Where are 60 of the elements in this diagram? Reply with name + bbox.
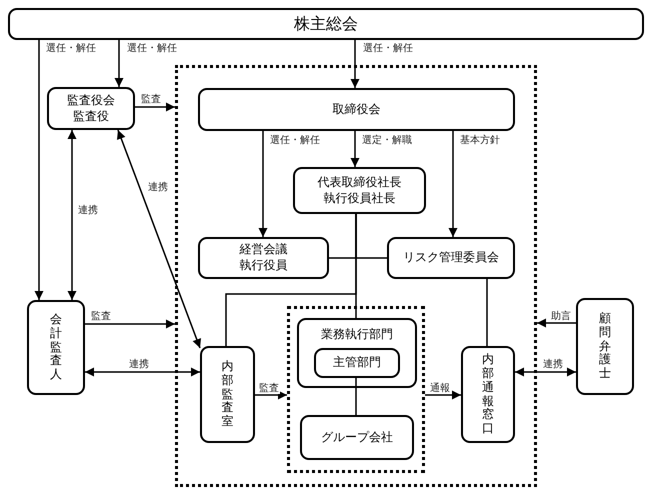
node-text: 会計監査人: [50, 313, 62, 382]
edge-label: 連携: [77, 205, 99, 216]
arrow: [135, 102, 175, 112]
process-box: [576, 298, 634, 395]
edge-label: 助言: [550, 311, 572, 322]
edge-label: 監査: [258, 383, 280, 394]
node-text: グループ会社: [321, 430, 393, 446]
edge-label: 選任・解任: [362, 43, 414, 54]
edge-label: 連携: [542, 359, 564, 370]
arrow: [68, 130, 76, 300]
connector-line: [355, 378, 357, 415]
node-text: 取締役会: [332, 102, 380, 118]
dotted-group-frame: [287, 306, 425, 473]
process-box: [300, 415, 414, 460]
edge-label: 基本方針: [459, 135, 501, 146]
connector-line: [486, 279, 488, 346]
node-text: 株主総会: [294, 14, 358, 34]
process-box: [198, 88, 515, 131]
arrow: [114, 40, 124, 87]
process-box: [387, 237, 515, 279]
arrow: [425, 390, 461, 400]
node-text: 監査役会監査役: [67, 92, 115, 124]
process-box: [198, 237, 329, 279]
node-text: 内部通報窓口: [482, 353, 494, 436]
arrow: [34, 40, 44, 300]
arrow: [258, 131, 268, 237]
arrow: [350, 40, 360, 88]
edge-label: 通報: [429, 383, 451, 394]
edge-label: 連携: [147, 182, 169, 193]
process-box: [8, 8, 644, 40]
arrow: [85, 368, 200, 376]
node-text: 業務執行部門: [321, 327, 393, 343]
edge-label: 監査: [90, 311, 112, 322]
edge-label: 選任・解任: [269, 135, 321, 146]
process-box: [47, 87, 135, 130]
edge-label: 選任・解任: [45, 43, 97, 54]
arrow: [537, 318, 576, 328]
arrow: [85, 320, 175, 328]
arrow: [515, 368, 576, 376]
node-text: 顧問弁護士: [599, 312, 611, 381]
arrow: [350, 131, 360, 167]
node-text: 代表取締役社長執行役員社長: [318, 174, 402, 206]
node-text: リスク管理委員会: [403, 250, 499, 266]
process-box: [200, 346, 255, 443]
edge-label: 連携: [128, 359, 150, 370]
node-text: 経営会議執行役員: [240, 242, 288, 274]
node-text: 内部監査室: [222, 360, 234, 429]
arrow: [448, 131, 458, 237]
process-box: [297, 318, 417, 388]
arrow: [255, 390, 287, 400]
edge-label: 選任・解任: [126, 43, 178, 54]
process-box: [293, 167, 426, 214]
arrow: [116, 130, 202, 348]
connector-line: [355, 214, 357, 318]
edge-label: 監査: [140, 94, 162, 105]
process-box: [461, 346, 515, 443]
process-box: [27, 300, 85, 395]
node-text: 主管部門: [333, 355, 381, 371]
edge-label: 選定・解職: [361, 135, 413, 146]
process-box: [314, 348, 400, 378]
